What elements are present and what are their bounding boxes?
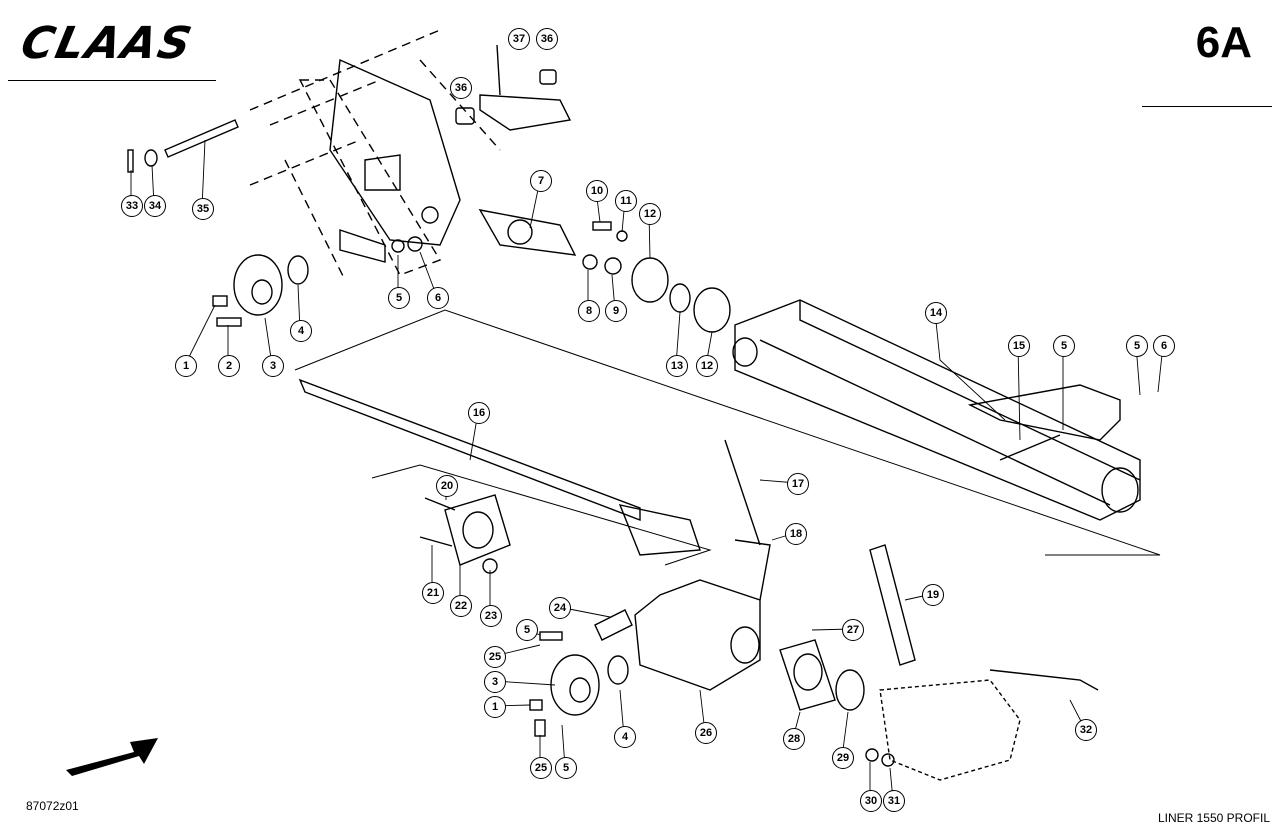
callout-14: 14 xyxy=(925,302,947,324)
seal-4-top xyxy=(287,255,309,285)
callout-36: 36 xyxy=(450,77,472,99)
callout-25: 25 xyxy=(530,757,552,779)
callout-3: 3 xyxy=(484,671,506,693)
flange-22 xyxy=(444,494,511,566)
callout-35: 35 xyxy=(192,198,214,220)
callout-33: 33 xyxy=(121,195,143,217)
model-name: LINER 1550 PROFIL xyxy=(1157,811,1270,825)
bracket-37 xyxy=(479,94,572,131)
callout-1: 1 xyxy=(484,696,506,718)
callout-31: 31 xyxy=(883,790,905,812)
callout-32: 32 xyxy=(1075,719,1097,741)
pin-35 xyxy=(164,119,239,158)
bushing-36 xyxy=(455,107,475,125)
gearbox-26 xyxy=(634,579,761,691)
callout-24: 24 xyxy=(549,597,571,619)
callout-25: 25 xyxy=(484,646,506,668)
callout-11: 11 xyxy=(615,190,637,212)
callout-23: 23 xyxy=(480,605,502,627)
rod-bracket xyxy=(734,539,771,601)
drawing-number: 87072z01 xyxy=(26,799,79,813)
callout-7: 7 xyxy=(530,170,552,192)
callout-5: 5 xyxy=(516,619,538,641)
bolt-25 xyxy=(534,719,546,737)
bearing-flange-12-b xyxy=(693,287,731,333)
callout-12: 12 xyxy=(639,203,661,225)
header-rule-left xyxy=(8,80,216,81)
callout-4: 4 xyxy=(614,726,636,748)
callout-27: 27 xyxy=(842,619,864,641)
sheet-number: 6A xyxy=(1195,18,1252,67)
rod-17 xyxy=(724,439,761,546)
bolt-1-top xyxy=(212,295,228,307)
universal-joint-7 xyxy=(478,209,577,256)
bushing-36-top xyxy=(539,69,557,85)
bolt-20 xyxy=(424,497,456,511)
callout-19: 19 xyxy=(922,584,944,606)
callout-5: 5 xyxy=(1126,335,1148,357)
bolt-21 xyxy=(419,536,453,547)
callout-6: 6 xyxy=(427,287,449,309)
bearing-13 xyxy=(669,283,691,313)
callout-15: 15 xyxy=(1008,335,1030,357)
callout-1: 1 xyxy=(175,355,197,377)
callout-6: 6 xyxy=(1153,335,1175,357)
callout-20: 20 xyxy=(436,475,458,497)
callout-4: 4 xyxy=(290,320,312,342)
callout-28: 28 xyxy=(783,728,805,750)
bolt-10 xyxy=(592,221,612,231)
mounting-plate xyxy=(329,58,461,246)
callout-37: 37 xyxy=(508,28,530,50)
flange-3-top xyxy=(233,254,283,316)
frame-dashed-outline xyxy=(249,29,501,281)
callout-18: 18 xyxy=(785,523,807,545)
bolt-15 xyxy=(999,434,1061,461)
washer-34 xyxy=(144,149,158,167)
callout-10: 10 xyxy=(586,180,608,202)
plate-24 xyxy=(594,609,633,641)
header-rule-right xyxy=(1142,106,1272,107)
callout-30: 30 xyxy=(860,790,882,812)
bolt-1-bottom xyxy=(529,699,543,711)
pin-33 xyxy=(127,149,134,173)
callout-5: 5 xyxy=(388,287,410,309)
callout-34: 34 xyxy=(144,195,166,217)
flange-3-bottom xyxy=(550,654,600,716)
callout-17: 17 xyxy=(787,473,809,495)
callout-8: 8 xyxy=(578,300,600,322)
callout-16: 16 xyxy=(468,402,490,424)
callout-22: 22 xyxy=(450,595,472,617)
guard-32 xyxy=(879,679,1021,781)
leader-lines xyxy=(130,139,1164,801)
callout-36: 36 xyxy=(536,28,558,50)
bearing-flange-12 xyxy=(631,257,669,303)
callout-3: 3 xyxy=(262,355,284,377)
callout-21: 21 xyxy=(422,582,444,604)
callout-29: 29 xyxy=(832,747,854,769)
shaft-16 xyxy=(298,378,641,522)
callout-12: 12 xyxy=(696,355,718,377)
callout-2: 2 xyxy=(218,355,240,377)
callout-9: 9 xyxy=(605,300,627,322)
callout-5: 5 xyxy=(1053,335,1075,357)
spring-19 xyxy=(869,544,916,666)
direction-arrow-icon xyxy=(66,738,158,776)
callout-26: 26 xyxy=(695,722,717,744)
seal-29 xyxy=(835,669,865,711)
callout-5: 5 xyxy=(555,757,577,779)
callout-13: 13 xyxy=(666,355,688,377)
bolt-2 xyxy=(216,317,242,327)
flange-28 xyxy=(779,639,836,711)
